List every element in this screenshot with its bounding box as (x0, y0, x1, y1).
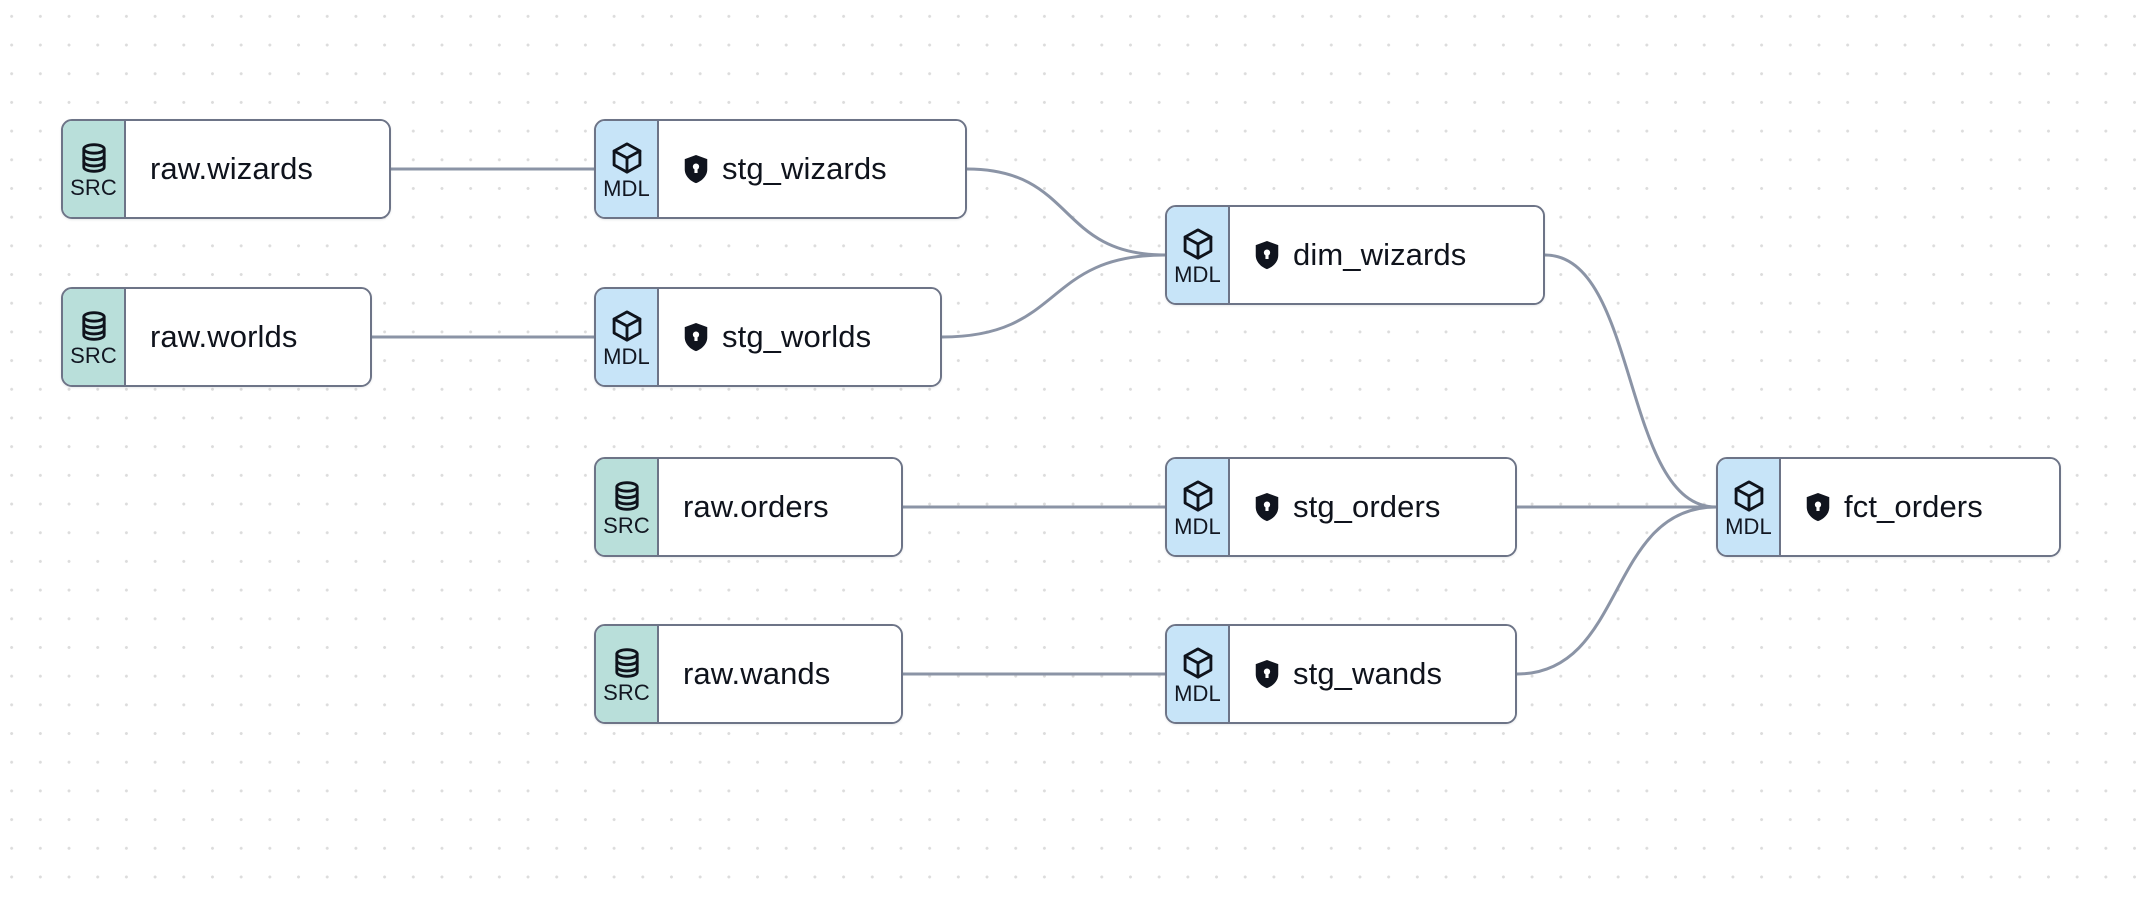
shield-lock-icon-wrap (683, 154, 709, 184)
node-label: dim_wizards (1293, 237, 1467, 272)
shield-lock-icon (1255, 493, 1279, 522)
node-type-label: SRC (603, 513, 650, 538)
database-icon (81, 143, 106, 173)
lineage-edge-dim_wizards-to-fct_orders (1543, 253, 1718, 509)
lineage-node-raw_worlds[interactable]: SRC raw.worlds (61, 287, 372, 387)
node-type-badge-mdl: MDL (1167, 207, 1230, 303)
lineage-node-stg_wizards[interactable]: MDL stg_wizards (594, 119, 967, 219)
node-label: raw.worlds (150, 319, 298, 354)
node-type-badge-mdl: MDL (596, 289, 659, 385)
database-icon (614, 648, 639, 678)
lineage-node-raw_wizards[interactable]: SRC raw.wizards (61, 119, 391, 219)
node-type-label: MDL (1725, 514, 1772, 539)
shield-lock-icon-wrap (683, 322, 709, 352)
node-type-badge-src: SRC (596, 459, 659, 555)
lineage-edge-stg_wizards-to-dim_wizards (965, 167, 1167, 257)
lineage-node-raw_wands[interactable]: SRC raw.wands (594, 624, 903, 724)
shield-lock-icon-wrap (1805, 492, 1831, 522)
node-type-badge-mdl: MDL (1718, 459, 1781, 555)
lineage-node-raw_orders[interactable]: SRC raw.orders (594, 457, 903, 557)
node-type-label: MDL (1174, 262, 1221, 287)
cube-icon (1183, 480, 1212, 512)
node-type-badge-mdl: MDL (1167, 459, 1230, 555)
node-body: stg_wizards (659, 121, 965, 217)
database-icon (614, 481, 639, 511)
node-body: stg_wands (1230, 626, 1515, 722)
shield-lock-icon (1255, 660, 1279, 689)
node-type-label: SRC (70, 175, 117, 200)
shield-lock-icon (1255, 241, 1279, 270)
lineage-edge-stg_worlds-to-dim_wizards (940, 253, 1167, 339)
shield-lock-icon (684, 155, 708, 184)
node-type-badge-src: SRC (596, 626, 659, 722)
node-label: stg_worlds (722, 319, 872, 354)
node-body: raw.worlds (126, 289, 370, 385)
node-type-badge-mdl: MDL (1167, 626, 1230, 722)
node-label: stg_orders (1293, 489, 1441, 524)
node-body: raw.orders (659, 459, 901, 555)
node-label: raw.wands (683, 656, 831, 691)
node-label: raw.orders (683, 489, 829, 524)
database-icon (81, 311, 106, 341)
node-body: stg_orders (1230, 459, 1515, 555)
node-type-label: MDL (603, 344, 650, 369)
node-type-label: MDL (1174, 681, 1221, 706)
node-body: stg_worlds (659, 289, 940, 385)
shield-lock-icon-wrap (1254, 492, 1280, 522)
node-type-label: SRC (603, 680, 650, 705)
node-label: stg_wands (1293, 656, 1443, 691)
node-body: dim_wizards (1230, 207, 1543, 303)
shield-lock-icon (1806, 493, 1830, 522)
node-type-label: SRC (70, 343, 117, 368)
node-label: stg_wizards (722, 151, 887, 186)
node-body: fct_orders (1781, 459, 2059, 555)
node-body: raw.wands (659, 626, 901, 722)
shield-lock-icon-wrap (1254, 659, 1280, 689)
cube-icon (1183, 647, 1212, 679)
node-label: fct_orders (1844, 489, 1983, 524)
node-type-badge-src: SRC (63, 289, 126, 385)
node-type-badge-mdl: MDL (596, 121, 659, 217)
lineage-edge-stg_wands-to-fct_orders (1515, 505, 1718, 676)
lineage-node-stg_wands[interactable]: MDL stg_wands (1165, 624, 1517, 724)
shield-lock-icon (684, 323, 708, 352)
lineage-node-dim_wizards[interactable]: MDL dim_wizards (1165, 205, 1545, 305)
cube-icon (1734, 480, 1763, 512)
lineage-node-fct_orders[interactable]: MDL fct_orders (1716, 457, 2061, 557)
shield-lock-icon-wrap (1254, 240, 1280, 270)
lineage-node-stg_worlds[interactable]: MDL stg_worlds (594, 287, 942, 387)
cube-icon (612, 310, 641, 342)
cube-icon (612, 142, 641, 174)
node-type-label: MDL (1174, 514, 1221, 539)
node-type-badge-src: SRC (63, 121, 126, 217)
node-body: raw.wizards (126, 121, 389, 217)
cube-icon (1183, 228, 1212, 260)
lineage-node-stg_orders[interactable]: MDL stg_orders (1165, 457, 1517, 557)
node-label: raw.wizards (150, 151, 314, 186)
node-type-label: MDL (603, 176, 650, 201)
